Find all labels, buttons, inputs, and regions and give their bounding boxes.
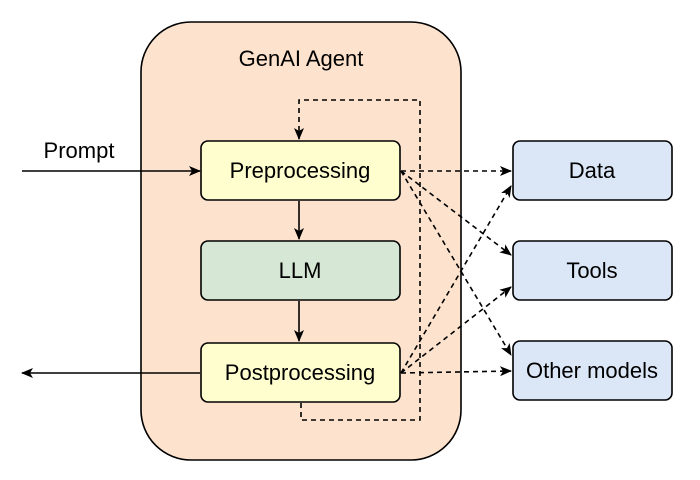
agent-title: GenAI Agent [239, 46, 364, 71]
data-node: Data [512, 140, 673, 201]
tools-node: Tools [512, 240, 673, 301]
preprocessing-label: Preprocessing [230, 158, 371, 183]
other-models-label: Other models [526, 358, 658, 383]
other-models-node: Other models [512, 340, 673, 401]
tools-label: Tools [566, 258, 617, 283]
preprocessing-node: Preprocessing [200, 140, 401, 201]
resource-connections [400, 166, 512, 377]
postprocessing-node: Postprocessing [200, 342, 401, 403]
postprocessing-label: Postprocessing [225, 360, 375, 385]
prompt-label: Prompt [44, 138, 115, 163]
llm-node: LLM [200, 240, 401, 301]
data-label: Data [569, 158, 616, 183]
llm-label: LLM [279, 258, 322, 283]
